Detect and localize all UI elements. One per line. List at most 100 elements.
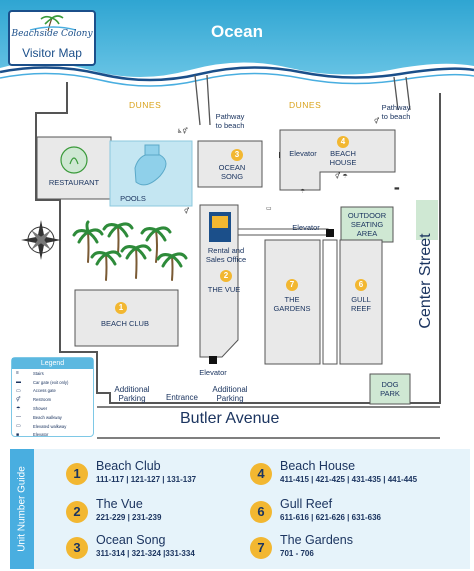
pathway-right <box>393 76 411 111</box>
guide-building-name: Gull Reef <box>280 497 333 511</box>
guide-side-bar: Unit Number Guide <box>10 449 34 569</box>
guide-building-name: Ocean Song <box>96 533 166 547</box>
center-street-label: Center Street <box>417 233 434 329</box>
beach-walkway-icon: — <box>16 414 21 421</box>
green-strip <box>416 200 438 240</box>
logo-script-text: Beachside Colony <box>11 29 93 39</box>
restroom-icon: ⚥ <box>16 396 21 403</box>
guide-number: 7 <box>250 537 272 559</box>
beach-house-building <box>279 129 396 191</box>
svg-text:⚥ ☂: ⚥ ☂ <box>335 172 348 180</box>
legend-title: Legend <box>12 358 93 369</box>
badge-beach-house: 4 <box>337 136 349 148</box>
ocean-waves <box>0 62 474 98</box>
restaurant-sign <box>60 146 88 174</box>
compass-rose-icon <box>21 220 61 260</box>
guide-item-ocean-song: 3 Ocean Song 311-314 | 321-324 |331-334 <box>66 533 256 567</box>
dunes-right-label: DUNES <box>289 100 322 110</box>
site-map: ♿⚥ ⚥ ⚥ ☂ ☂ ⚥ ▭ ▬ <box>21 74 441 439</box>
map-legend: Legend ≡ Stairs ▬Car gate (exit only) ▭ Ac… <box>11 357 94 440</box>
legend-label: Restroom <box>33 397 52 403</box>
legend-row: ☂Shower <box>12 404 93 413</box>
the-vue-label: THE VUE <box>207 285 241 294</box>
beach-house-label: BEACH HOUSE <box>329 149 357 167</box>
pathway-left <box>194 74 211 126</box>
guide-building-name: The Gardens <box>280 533 353 547</box>
access-gate-icon: ▭ <box>16 387 21 394</box>
entrance-label: Entrance <box>165 393 199 402</box>
svg-text:▭: ▭ <box>266 205 272 212</box>
pools-label: POOLS <box>120 194 146 203</box>
resort-logo: Beachside Colony Visitor Map <box>8 10 96 66</box>
elevator-top-label: Elevator <box>289 149 317 158</box>
ocean-song-label: OCEAN SONG <box>218 163 246 181</box>
legend-row: ≡ Stairs <box>12 369 93 378</box>
guide-unit-range: 701 - 706 <box>280 549 314 558</box>
legend-label: Car gate (exit only) <box>33 379 69 385</box>
unit-number-guide: Unit Number Guide 1 Beach Club 111-117 |… <box>10 449 470 569</box>
guide-building-name: Beach Club <box>96 459 161 473</box>
badge-the-vue: 2 <box>220 270 232 282</box>
svg-text:⚥: ⚥ <box>184 207 189 215</box>
the-gardens-building <box>264 239 321 365</box>
guide-unit-range: 311-314 | 321-324 |331-334 <box>96 549 195 558</box>
amenity-markers: ♿⚥ ⚥ ⚥ ☂ ☂ ⚥ ▭ ▬ <box>177 117 400 215</box>
dog-park-label: DOG PARK <box>380 380 400 398</box>
badge-beach-club: 1 <box>115 302 127 314</box>
legend-label: Shower <box>33 406 48 412</box>
legend-label: Stairs <box>33 370 44 376</box>
badge-gull-reef: 6 <box>355 279 367 291</box>
legend-row: ■Elevator <box>12 431 93 440</box>
guide-item-beach-house: 4 Beach House 411-415 | 421-425 | 431-43… <box>250 459 465 493</box>
beach-club-label: BEACH CLUB <box>101 319 149 328</box>
rental-office-label: Rental and Sales Office <box>205 246 247 264</box>
additional-parking-right-label: Additional Parking <box>212 385 248 403</box>
pathway-left-label: Pathway to beach <box>215 112 245 130</box>
the-vue-building <box>199 204 239 358</box>
guide-item-the-gardens: 7 The Gardens 701 - 706 <box>250 533 440 567</box>
svg-text:▬: ▬ <box>394 185 400 192</box>
guide-unit-range: 221-229 | 231-239 <box>96 513 162 522</box>
stairs-icon: ≡ <box>16 370 19 377</box>
additional-parking-left-label: Additional Parking <box>114 385 150 403</box>
svg-text:♿⚥: ♿⚥ <box>177 127 188 135</box>
svg-text:☂: ☂ <box>300 188 306 195</box>
guide-number: 6 <box>250 501 272 523</box>
legend-label: Beach walkway <box>33 414 62 420</box>
guide-number: 1 <box>66 463 88 485</box>
beach-club-building <box>74 289 179 347</box>
legend-label: Access gate <box>33 388 56 394</box>
guide-unit-range: 111-117 | 121-127 | 131-137 <box>96 475 197 484</box>
legend-row: ▭ Access gate <box>12 387 93 396</box>
restaurant-label: RESTAURANT <box>48 178 100 187</box>
legend-label: Elevator <box>33 432 49 438</box>
legend-label: Elevated walkway <box>33 423 67 429</box>
ocean-label: Ocean <box>211 22 263 41</box>
outdoor-seating-label: OUTDOOR SEATING AREA <box>347 211 387 238</box>
palm-logo-icon <box>29 15 77 32</box>
ocean-song-building <box>197 140 263 188</box>
guide-unit-range: 611-616 | 621-626 | 631-636 <box>280 513 382 522</box>
guide-item-the-vue: 2 The Vue 221-229 | 231-239 <box>66 497 256 531</box>
palm-trees <box>72 220 188 281</box>
guide-item-beach-club: 1 Beach Club 111-117 | 121-127 | 131-137 <box>66 459 256 493</box>
elevator-mid-marker <box>326 229 334 237</box>
guide-number: 2 <box>66 501 88 523</box>
outdoor-seating-area <box>340 206 394 243</box>
badge-ocean-song: 3 <box>231 149 243 161</box>
dunes-left-label: DUNES <box>129 100 162 110</box>
gull-reef-building <box>339 239 383 365</box>
dog-park <box>369 373 411 405</box>
property-boundary <box>35 82 441 404</box>
legend-row: ⚥ Restroom <box>12 395 93 404</box>
guide-number: 4 <box>250 463 272 485</box>
guide-item-gull-reef: 6 Gull Reef 611-616 | 621-626 | 631-636 <box>250 497 440 531</box>
pool-shape <box>134 153 167 186</box>
legend-row: ▬Car gate (exit only) <box>12 378 93 387</box>
guide-building-name: The Vue <box>96 497 143 511</box>
the-gardens-label: THE GARDENS <box>273 295 311 313</box>
elevator-bottom-marker <box>209 356 217 364</box>
guide-title: Unit Number Guide <box>16 466 28 552</box>
legend-row: — Beach walkway <box>12 413 93 422</box>
legend-row: ▭Elevated walkway <box>12 422 93 431</box>
